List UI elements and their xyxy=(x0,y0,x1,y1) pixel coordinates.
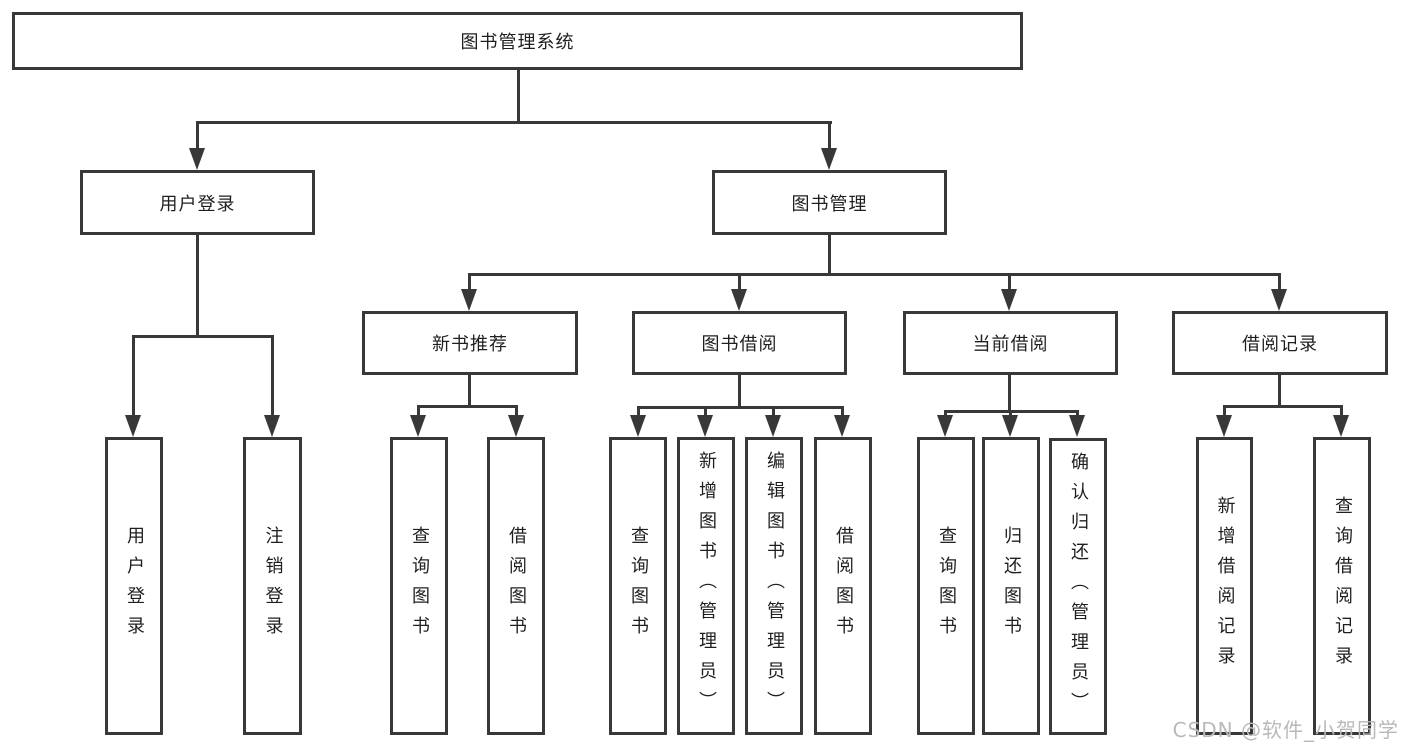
arrow-down-icon xyxy=(1333,415,1349,437)
connector-segment xyxy=(637,406,640,415)
node-add-borrow-record: 新增借阅记录 xyxy=(1196,437,1253,735)
connector-segment xyxy=(637,406,844,409)
connector-segment xyxy=(772,406,775,415)
node-label: 借阅记录 xyxy=(1242,334,1318,355)
arrow-down-icon xyxy=(125,415,141,437)
node-label: 新增借阅记录 xyxy=(1214,496,1236,676)
arrow-down-icon xyxy=(765,415,781,437)
connector-segment xyxy=(468,273,471,289)
connector-segment xyxy=(196,121,199,149)
node-book-management: 图书管理 xyxy=(712,170,947,235)
node-query-borrow-record: 查询借阅记录 xyxy=(1313,437,1371,735)
node-edit-books-admin: 编辑图书（管理员） xyxy=(745,437,803,735)
connector-segment xyxy=(132,335,274,338)
arrow-down-icon xyxy=(264,415,280,437)
node-label: 查询图书 xyxy=(409,526,430,646)
connector-segment xyxy=(841,406,844,415)
node-label: 查询借阅记录 xyxy=(1332,496,1353,676)
node-borrowing-records: 借阅记录 xyxy=(1172,311,1388,375)
node-logout: 注销登录 xyxy=(243,437,302,735)
connector-segment xyxy=(1223,405,1343,408)
arrow-down-icon xyxy=(834,415,850,437)
node-label: 图书管理 xyxy=(791,193,868,215)
arrow-down-icon xyxy=(461,289,477,311)
node-user-login-group: 用户登录 xyxy=(80,170,315,235)
connector-segment xyxy=(1223,405,1226,415)
node-user-login: 用户登录 xyxy=(105,437,163,735)
node-label: 归还图书 xyxy=(1001,526,1022,646)
connector-segment xyxy=(196,235,199,338)
arrow-down-icon xyxy=(189,148,205,170)
connector-segment xyxy=(944,410,947,415)
connector-segment xyxy=(468,273,1281,276)
connector-segment xyxy=(196,121,832,124)
node-book-borrowing: 图书借阅 xyxy=(632,311,847,375)
node-label: 新书推荐 xyxy=(432,334,508,355)
node-label: 查询图书 xyxy=(628,526,649,646)
csdn-watermark: CSDN @软件_小贺同学 xyxy=(1172,718,1399,742)
node-new-book-recommend: 新书推荐 xyxy=(362,311,578,375)
node-label: 新增图书（管理员） xyxy=(696,451,717,721)
node-label: 借阅图书 xyxy=(833,526,854,646)
node-borrow-books: 借阅图书 xyxy=(814,437,872,735)
connector-segment xyxy=(1278,375,1281,408)
connector-segment xyxy=(1340,405,1343,415)
arrow-down-icon xyxy=(1002,415,1018,437)
node-label: 编辑图书（管理员） xyxy=(764,451,785,721)
node-label: 借阅图书 xyxy=(506,526,527,646)
node-label: 确认归还（管理员） xyxy=(1068,451,1089,722)
connector-segment xyxy=(1076,410,1079,415)
arrow-down-icon xyxy=(630,415,646,437)
connector-segment xyxy=(1009,410,1012,415)
arrow-down-icon xyxy=(1069,415,1085,437)
connector-segment xyxy=(271,335,274,415)
connector-segment xyxy=(517,70,520,123)
node-borrow-books-recommend: 借阅图书 xyxy=(487,437,545,735)
arrow-down-icon xyxy=(937,415,953,437)
connector-segment xyxy=(1278,273,1281,289)
connector-segment xyxy=(417,405,518,408)
arrow-down-icon xyxy=(1271,289,1287,311)
connector-segment xyxy=(468,375,471,408)
arrow-down-icon xyxy=(1216,415,1232,437)
node-query-books-borrow: 查询图书 xyxy=(609,437,667,735)
node-label: 图书借阅 xyxy=(701,334,778,355)
connector-segment xyxy=(417,405,420,415)
arrow-down-icon xyxy=(410,415,426,437)
arrow-down-icon xyxy=(821,148,837,170)
arrow-down-icon xyxy=(731,289,747,311)
connector-segment xyxy=(704,406,707,415)
node-current-borrowing: 当前借阅 xyxy=(903,311,1118,375)
node-label: 当前借阅 xyxy=(972,334,1049,355)
node-query-books-recommend: 查询图书 xyxy=(390,437,448,735)
connector-segment xyxy=(515,405,518,415)
connector-segment xyxy=(828,121,831,149)
connector-segment xyxy=(132,335,135,415)
arrow-down-icon xyxy=(697,415,713,437)
node-label: 用户登录 xyxy=(124,526,145,646)
connector-segment xyxy=(1008,273,1011,289)
connector-segment xyxy=(738,273,741,289)
node-return-books: 归还图书 xyxy=(982,437,1040,735)
node-label: 注销登录 xyxy=(262,526,284,646)
connector-segment xyxy=(828,235,831,276)
node-add-books-admin: 新增图书（管理员） xyxy=(677,437,735,735)
arrow-down-icon xyxy=(508,415,524,437)
node-label: 查询图书 xyxy=(936,526,957,646)
arrow-down-icon xyxy=(1001,289,1017,311)
node-library-system: 图书管理系统 xyxy=(12,12,1023,70)
connector-segment xyxy=(738,375,741,409)
node-label: 用户登录 xyxy=(159,193,236,215)
node-query-books-current: 查询图书 xyxy=(917,437,975,735)
node-confirm-return-admin: 确认归还（管理员） xyxy=(1049,438,1107,735)
node-label: 图书管理系统 xyxy=(460,32,575,53)
connector-segment xyxy=(1008,375,1011,413)
